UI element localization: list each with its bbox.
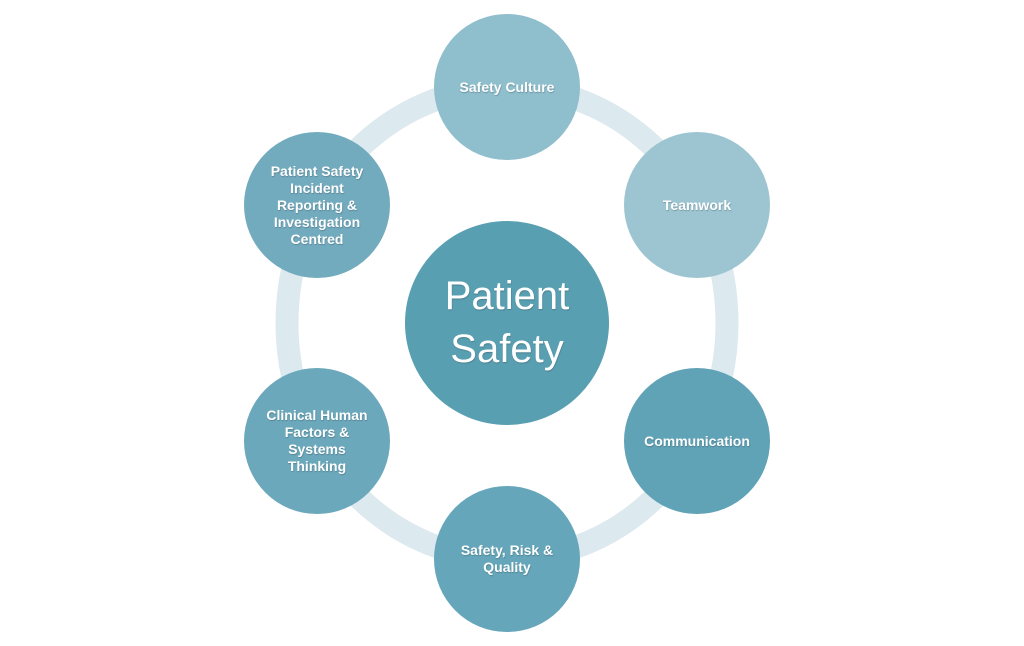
- node-safety-culture-label: Safety Culture: [459, 78, 555, 95]
- node-incident-reporting-label: Patient Safety Incident Reporting & Inve…: [270, 162, 364, 247]
- node-incident-reporting: Patient Safety Incident Reporting & Inve…: [244, 132, 390, 278]
- node-teamwork-label: Teamwork: [662, 196, 732, 213]
- node-communication: Communication: [624, 368, 770, 514]
- center-node-label: Patient Safety: [444, 274, 570, 371]
- node-safety-risk-quality-label: Safety, Risk & Quality: [460, 542, 554, 575]
- node-safety-risk-quality: Safety, Risk & Quality: [434, 486, 580, 632]
- node-clinical-human-factors: Clinical Human Factors & Systems Thinkin…: [244, 368, 390, 514]
- node-teamwork: Teamwork: [624, 132, 770, 278]
- node-safety-culture: Safety Culture: [434, 14, 580, 160]
- node-clinical-human-factors-label: Clinical Human Factors & Systems Thinkin…: [266, 407, 368, 474]
- center-node-patient-safety: Patient Safety: [405, 221, 609, 425]
- node-communication-label: Communication: [644, 432, 750, 449]
